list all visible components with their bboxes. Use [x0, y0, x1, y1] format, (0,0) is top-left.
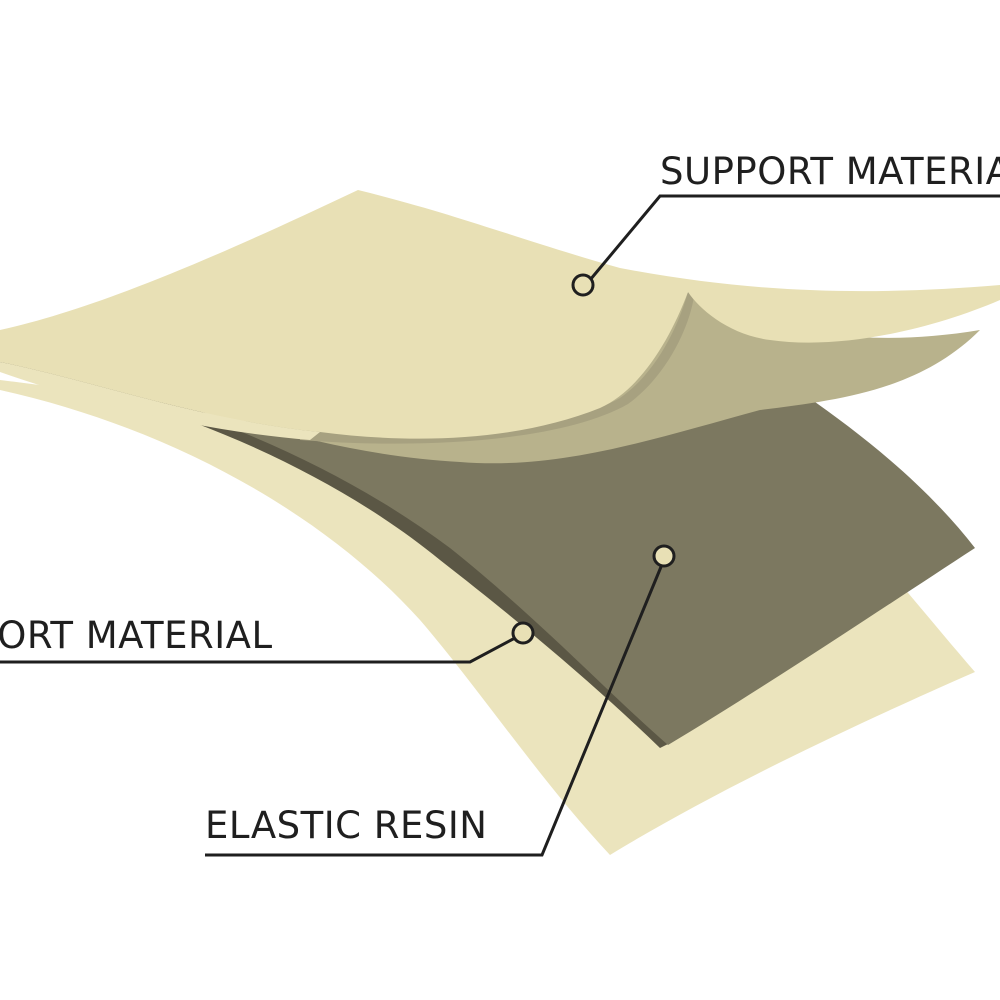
leader-dot-bottom — [652, 544, 676, 568]
top-support-sheet-edge — [0, 362, 320, 440]
label-elastic-resin: ELASTIC RESIN — [205, 804, 487, 847]
bottom-support-sheet — [0, 380, 975, 855]
elastic-resin-layer — [0, 362, 975, 745]
leader-dot-top — [571, 273, 595, 297]
leader-line-middle — [0, 636, 516, 664]
label-top-support-material: SUPPORT MATERIAL — [660, 150, 1000, 193]
leader-line-bottom — [205, 561, 665, 857]
label-middle-support-material: SUPPORT MATERIAL — [0, 614, 273, 657]
leader-dot-middle — [511, 621, 535, 645]
leader-line-top — [588, 194, 1000, 281]
top-support-sheet — [0, 190, 1000, 439]
